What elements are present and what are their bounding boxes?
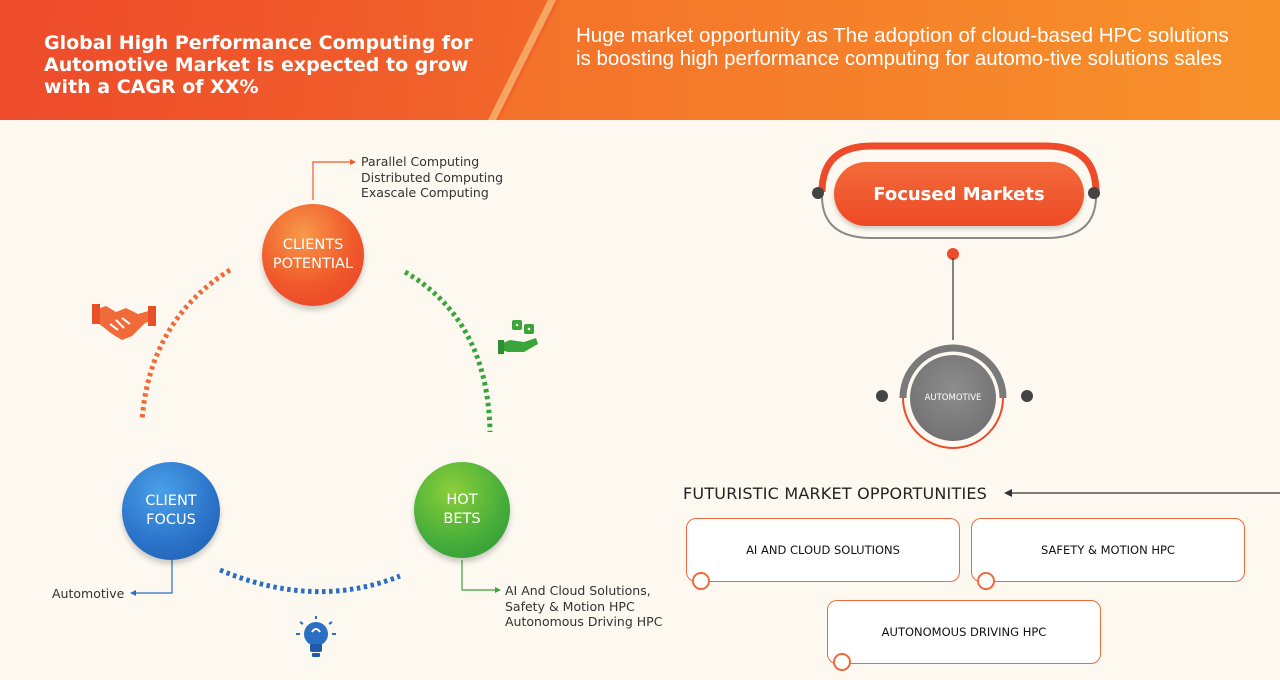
futuristic-opportunities-title: FUTURISTIC MARKET OPPORTUNITIES <box>683 484 988 503</box>
list-item: Distributed Computing <box>361 169 504 185</box>
auto-left-dot <box>876 390 888 402</box>
dice-in-hand-icon <box>498 320 538 354</box>
list-item: Exascale Computing <box>361 185 489 200</box>
hot-bets-list: AI And Cloud Solutions, Safety & Motion … <box>505 583 662 630</box>
green-dotted-arc <box>403 269 493 433</box>
clients-potential-line2: POTENTIAL <box>272 256 354 272</box>
orange-dotted-arc <box>139 267 232 421</box>
auto-right-dot <box>1021 390 1033 402</box>
focused-markets-label: Focused Markets <box>834 162 1084 226</box>
header-left-band <box>0 0 560 120</box>
automotive-label: AUTOMOTIVE <box>924 393 982 403</box>
client-focus-line2: FOCUS <box>146 512 196 528</box>
fm-bottom-arc <box>821 195 1097 239</box>
fm-right-dot <box>1088 187 1100 199</box>
fm-top-arc <box>818 142 1100 193</box>
blue-dotted-arc <box>219 567 401 595</box>
hot-bets-line2: BETS <box>443 511 481 527</box>
opportunity-dot <box>833 653 851 671</box>
page-subtitle: Huge market opportunity as The adoption … <box>576 24 1229 70</box>
client-focus-list: Automotive <box>52 586 124 602</box>
clients-potential-list: Parallel Computing Distributed Computing… <box>361 154 503 201</box>
opportunity-box-safety-motion: SAFETY & MOTION HPC <box>971 518 1245 582</box>
cycle-connectors <box>130 159 501 596</box>
auto-top-arc <box>899 344 1007 399</box>
opportunity-dot <box>692 572 710 590</box>
hot-bets-line1: HOT <box>446 492 478 508</box>
list-item: Autonomous Driving HPC <box>505 614 663 629</box>
list-item: Parallel Computing <box>361 154 480 169</box>
hot-bets-circle: HOT BETS <box>414 462 510 558</box>
handshake-icon <box>92 304 156 340</box>
client-focus-circle: CLIENT FOCUS <box>122 462 220 560</box>
opportunity-dot <box>977 572 995 590</box>
lightbulb-icon <box>296 616 336 657</box>
list-item: AI And Cloud Solutions, <box>505 583 651 598</box>
opportunity-label: AI AND CLOUD SOLUTIONS <box>746 543 900 557</box>
hot-bets-leader-line <box>461 560 495 591</box>
opportunity-label: SAFETY & MOTION HPC <box>1041 543 1175 557</box>
automotive-circle: AUTOMOTIVE <box>910 355 996 441</box>
clients-potential-circle: CLIENTS POTENTIAL <box>262 204 364 306</box>
header-banner: Global High Performance Computing for Au… <box>0 0 1280 120</box>
list-item: Safety & Motion HPC <box>505 598 635 614</box>
client-focus-line1: CLIENT <box>145 493 197 509</box>
clients-potential-line1: CLIENTS <box>282 237 344 253</box>
list-item: Automotive <box>52 586 125 601</box>
opportunity-label: AUTONOMOUS DRIVING HPC <box>881 625 1047 639</box>
auto-bottom-arc <box>902 397 1004 449</box>
opportunity-box-autonomous-driving: AUTONOMOUS DRIVING HPC <box>827 600 1101 664</box>
page-title: Global High Performance Computing for Au… <box>44 32 473 98</box>
opportunity-box-ai-cloud: AI AND CLOUD SOLUTIONS <box>686 518 960 582</box>
fm-connector-dot <box>947 248 959 260</box>
fm-left-dot <box>812 187 824 199</box>
fmo-arrowhead <box>1004 489 1012 497</box>
clients-leader-line <box>312 161 350 200</box>
header-divider <box>488 0 556 120</box>
client-focus-leader-line <box>136 560 173 594</box>
